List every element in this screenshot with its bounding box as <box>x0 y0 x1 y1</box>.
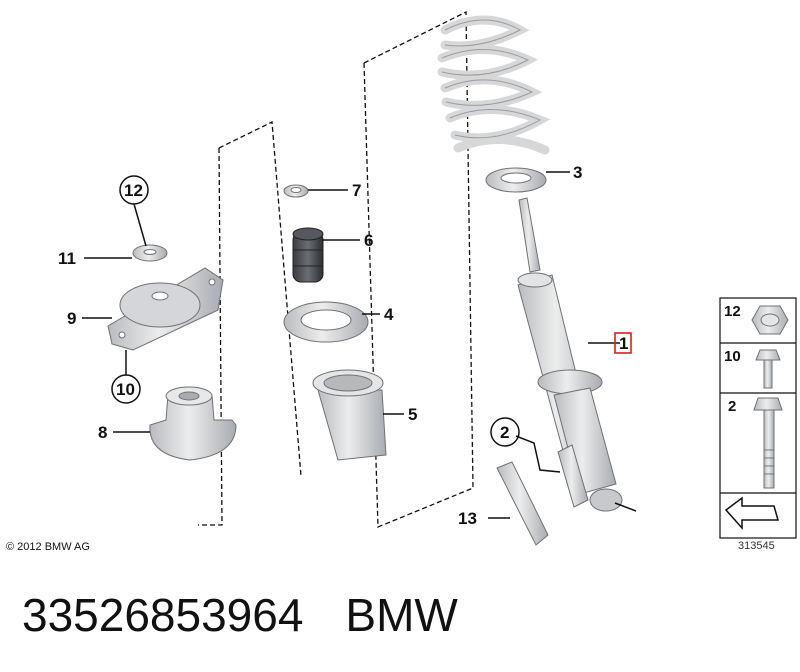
group-frame-left <box>198 120 302 526</box>
brand-name: BMW <box>345 589 458 641</box>
direction-arrow-icon <box>724 496 779 530</box>
coil-spring-outline <box>441 19 542 139</box>
callout-12[interactable]: 12 <box>124 181 143 200</box>
callout-5[interactable]: 5 <box>408 405 417 424</box>
callout-4[interactable]: 4 <box>384 305 394 324</box>
copyright-notice: © 2012 BMW AG <box>6 541 90 553</box>
short-bolt-icon <box>755 349 781 389</box>
legend-label-2: 2 <box>728 398 736 415</box>
group-frame-right <box>363 10 474 528</box>
hardware-legend: 12 10 2 <box>719 297 797 539</box>
callout-11[interactable]: 11 <box>58 249 76 268</box>
top-mount <box>107 267 224 351</box>
mount-washer <box>132 244 168 262</box>
callout-labels: 1 2 3 4 5 6 7 8 9 10 11 12 13 <box>58 163 632 528</box>
diagram-id: 313545 <box>738 540 775 552</box>
callout-1[interactable]: 1 <box>619 334 628 353</box>
bump-stop <box>292 227 324 283</box>
legend-label-10: 10 <box>724 348 741 365</box>
nut-icon <box>751 305 789 335</box>
bearing-seat <box>149 386 237 461</box>
protective-tube <box>312 369 387 461</box>
footer-caption: 33526853964 BMW <box>22 588 458 642</box>
leader-lines <box>82 171 620 519</box>
callout-3[interactable]: 3 <box>573 163 582 182</box>
washer <box>283 184 309 198</box>
callout-13[interactable]: 13 <box>458 509 477 528</box>
spring-pad <box>485 167 547 193</box>
legend-label-12: 12 <box>724 303 741 320</box>
shock-absorber <box>517 197 637 512</box>
parts-diagram: 1 2 3 4 5 6 7 8 9 10 11 12 13 12 10 2 <box>58 10 797 546</box>
mounting-bracket <box>496 444 589 546</box>
callout-9[interactable]: 9 <box>67 309 76 328</box>
callout-7[interactable]: 7 <box>352 181 361 200</box>
callout-6[interactable]: 6 <box>364 231 373 250</box>
long-bolt-icon <box>753 397 783 489</box>
callout-2[interactable]: 2 <box>500 423 509 442</box>
part-number: 33526853964 <box>22 589 304 641</box>
coil-spring <box>437 15 551 155</box>
callout-8[interactable]: 8 <box>98 423 107 442</box>
callout-1-highlight <box>614 332 632 354</box>
support-ring <box>283 301 369 343</box>
callout-10[interactable]: 10 <box>116 380 135 399</box>
